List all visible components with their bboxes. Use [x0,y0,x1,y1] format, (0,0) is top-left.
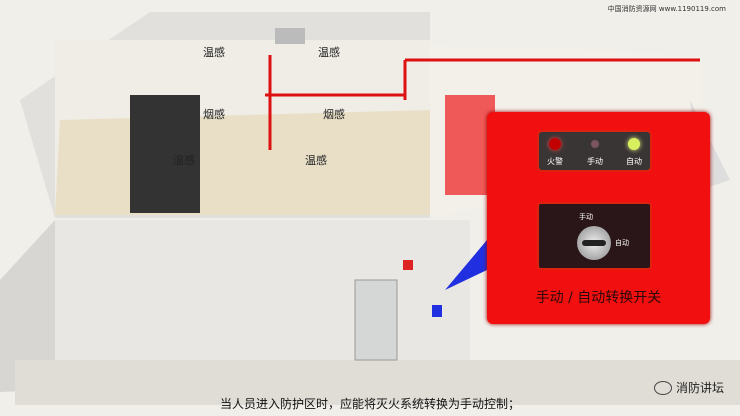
manual-auto-switch-panel: 火警 手动 自动 手动 自动 手动 / 自动转换开关 [487,112,710,324]
indicator-lights: 火警 手动 自动 [537,130,652,172]
caption: 当人员进入防护区时，应能将灭火系统转换为手动控制； [219,397,520,411]
switch-knob[interactable] [577,226,611,260]
mode-switch: 手动 自动 [537,202,652,270]
sensor-label: 温感 [203,46,225,59]
panel-title: 手动 / 自动转换开关 [535,290,662,306]
led-label: 火警 [547,157,563,166]
led-label: 自动 [626,157,642,166]
switch-manual-label: 手动 [579,213,593,221]
logo-text: 消防讲坛 [675,381,724,395]
fire-alarm-led [549,138,561,150]
sensor-label: 温感 [305,154,327,167]
sensor-label: 温感 [318,46,340,59]
auto-led [628,138,640,150]
sensor-label: 温感 [173,154,195,167]
switch-auto-label: 自动 [615,239,629,247]
manual-led [591,140,599,148]
wechat-icon [653,380,672,395]
sensor-label: 烟感 [203,108,225,121]
logo: 消防讲坛 [653,379,724,396]
watermark: 中国消防资源网 www.1190119.com [607,5,726,13]
sensor-label: 烟感 [323,108,345,121]
led-label: 手动 [587,157,603,166]
